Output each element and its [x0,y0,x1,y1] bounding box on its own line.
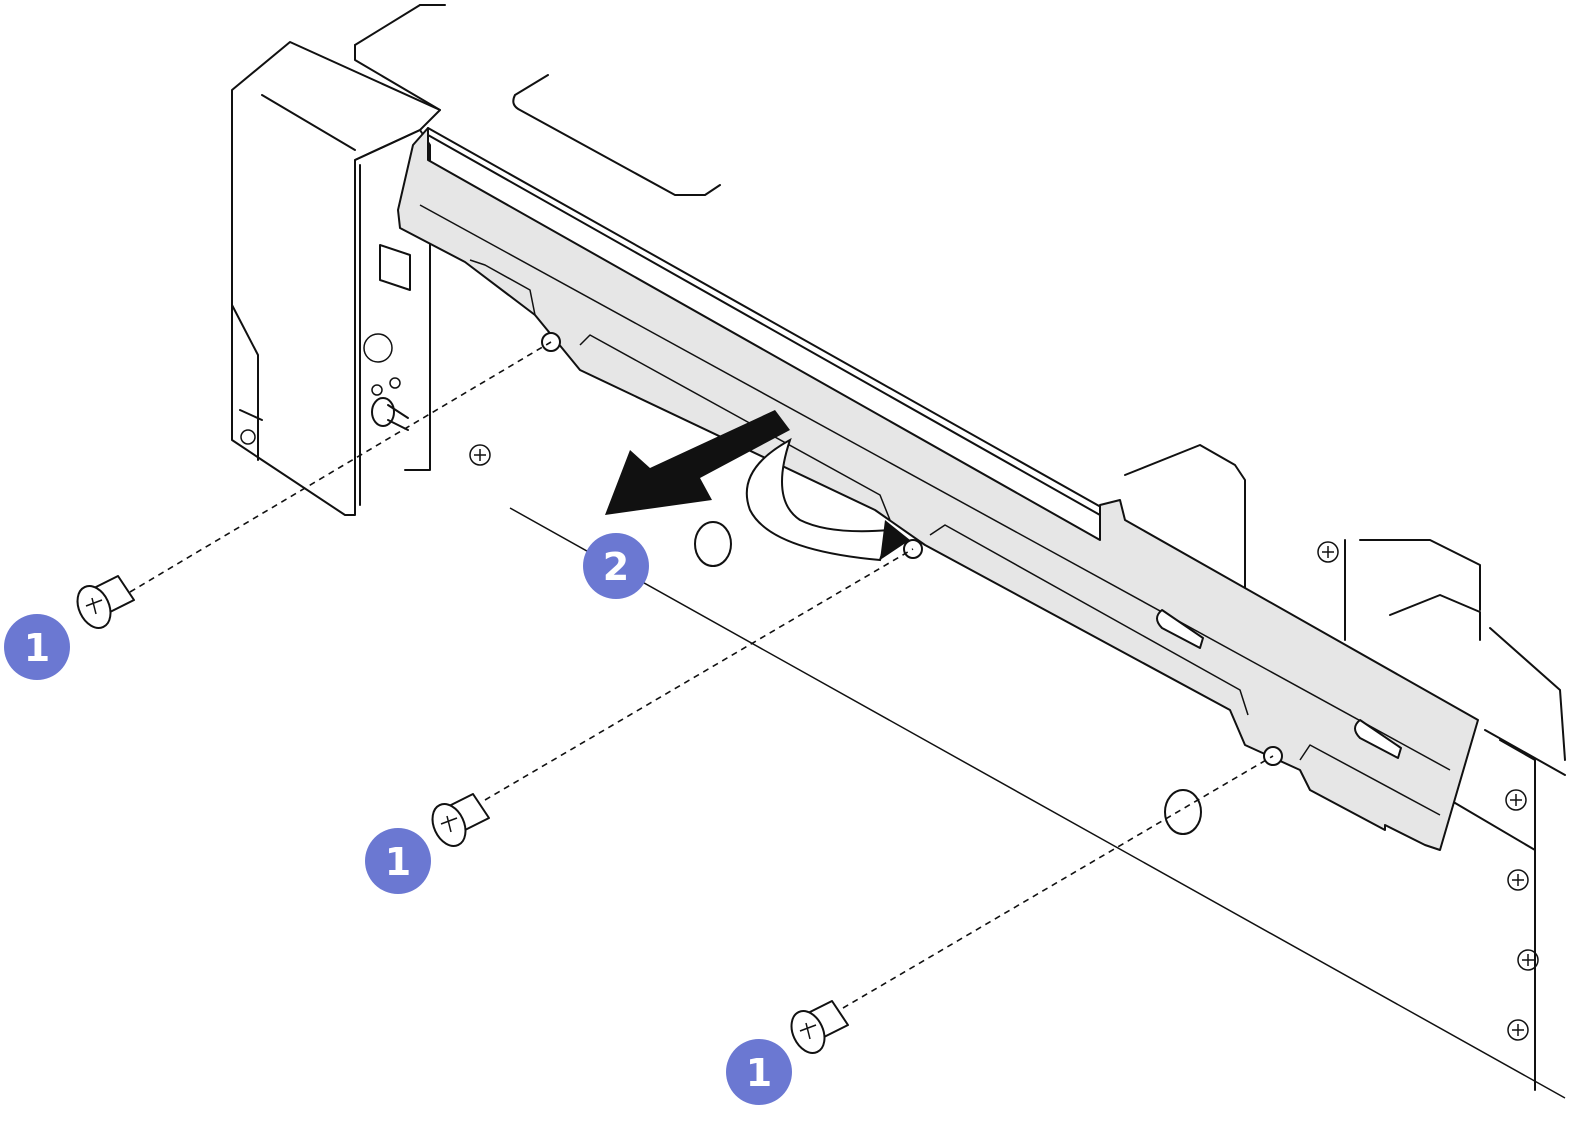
removal-arrow-icon [605,410,790,515]
front-bracket [397,127,1479,851]
callout-step-1: 1 [726,1039,792,1105]
chassis-screws [469,444,1539,1041]
alignment-lines [129,341,1274,1009]
svg-text:1: 1 [746,1051,772,1095]
phillips-screw-head-icon [469,444,491,466]
phillips-screw-head-icon [1507,1019,1529,1041]
phillips-screw-head-icon [1505,789,1527,811]
phillips-screw-head-icon [1517,949,1539,971]
callout-step-1: 1 [4,614,70,680]
phillips-screw-head-icon [1507,869,1529,891]
standoffs [694,521,1202,835]
screw-icon [790,1000,849,1054]
svg-text:2: 2 [603,545,629,589]
phillips-screw-head-icon [1317,541,1339,563]
rack-latch [231,41,441,516]
svg-text:1: 1 [24,626,50,670]
screw-icon [76,575,135,629]
callout-step-1: 1 [365,828,431,894]
screw-icon [431,793,490,847]
svg-text:1: 1 [385,840,411,884]
rotation-arrow-icon [745,437,910,562]
callout-step-2: 2 [583,533,649,599]
chassis-outline [354,4,1566,1099]
